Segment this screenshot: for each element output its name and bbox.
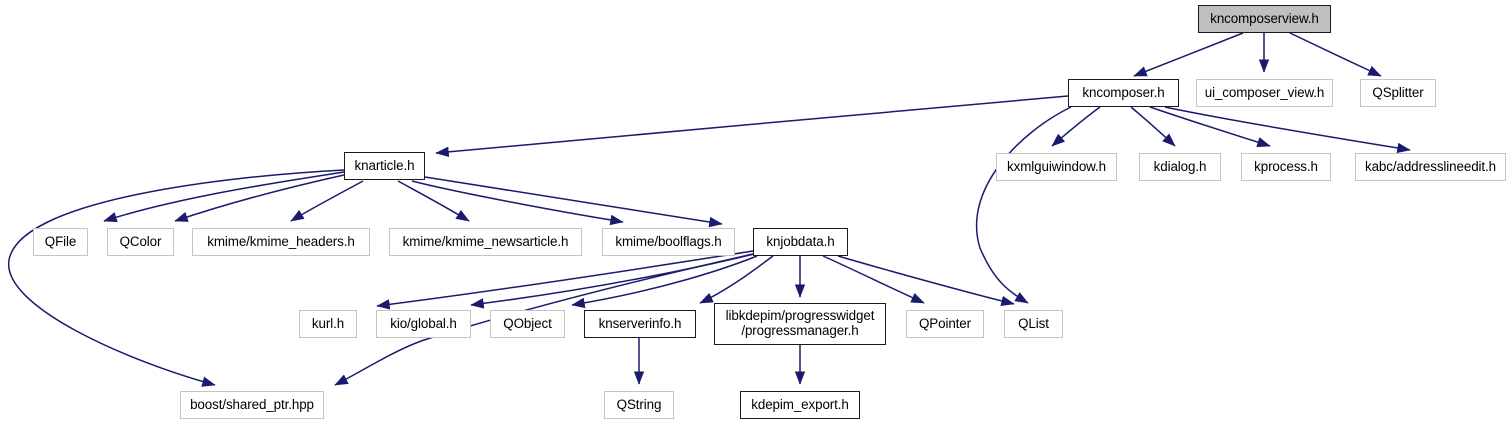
graph-node-qfile[interactable]: QFile bbox=[33, 228, 88, 256]
graph-node-label: QString bbox=[616, 396, 662, 412]
graph-node-label: knarticle.h bbox=[354, 157, 415, 173]
graph-node-qpointer[interactable]: QPointer bbox=[906, 310, 984, 338]
graph-node-label: kabc/addresslineedit.h bbox=[1364, 158, 1497, 174]
graph-node-kdialog[interactable]: kdialog.h bbox=[1139, 153, 1221, 181]
graph-node-kio_global[interactable]: kio/global.h bbox=[376, 310, 471, 338]
graph-node-boost_shared_ptr[interactable]: boost/shared_ptr.hpp bbox=[180, 391, 324, 419]
graph-node-qcolor[interactable]: QColor bbox=[107, 228, 174, 256]
graph-node-qstring[interactable]: QString bbox=[604, 391, 674, 419]
graph-node-label: kmime/boolflags.h bbox=[615, 233, 722, 249]
graph-node-label: QSplitter bbox=[1372, 84, 1424, 100]
graph-node-label: kmime/kmime_headers.h bbox=[207, 233, 355, 249]
graph-node-kmime_newsart[interactable]: kmime/kmime_newsarticle.h bbox=[389, 228, 582, 256]
graph-node-label: ui_composer_view.h bbox=[1204, 84, 1325, 100]
graph-node-qlist[interactable]: QList bbox=[1004, 310, 1063, 338]
graph-node-label: kmime/kmime_newsarticle.h bbox=[402, 233, 569, 249]
graph-node-label: kurl.h bbox=[311, 315, 345, 331]
graph-node-label: kdepim_export.h bbox=[751, 396, 849, 412]
graph-node-label: boost/shared_ptr.hpp bbox=[190, 396, 314, 412]
graph-node-label: QPointer bbox=[918, 315, 972, 331]
graph-node-label: QColor bbox=[119, 233, 162, 249]
graph-node-label: libkdepim/progresswidget /progressmanage… bbox=[725, 308, 875, 338]
graph-node-label: QObject bbox=[503, 315, 552, 331]
graph-node-label: kncomposer.h bbox=[1082, 84, 1165, 100]
graph-node-label: QFile bbox=[44, 233, 77, 249]
graph-node-qsplitter[interactable]: QSplitter bbox=[1360, 79, 1436, 107]
graph-node-knserverinfo[interactable]: knserverinfo.h bbox=[584, 310, 696, 338]
graph-node-label: kdialog.h bbox=[1153, 158, 1207, 174]
graph-node-ui_composer_view[interactable]: ui_composer_view.h bbox=[1196, 79, 1333, 107]
graph-node-label: knserverinfo.h bbox=[598, 315, 682, 331]
graph-node-label: kxmlguiwindow.h bbox=[1007, 158, 1106, 174]
graph-node-progressmanager[interactable]: libkdepim/progresswidget /progressmanage… bbox=[714, 303, 886, 345]
graph-node-kxmlguiwindow[interactable]: kxmlguiwindow.h bbox=[996, 153, 1117, 181]
graph-node-kdepim_export[interactable]: kdepim_export.h bbox=[740, 391, 860, 419]
graph-node-label: kprocess.h bbox=[1254, 158, 1318, 174]
graph-node-label: QList bbox=[1018, 315, 1049, 331]
graph-node-knarticle[interactable]: knarticle.h bbox=[344, 152, 425, 180]
graph-node-kncomposer[interactable]: kncomposer.h bbox=[1068, 79, 1179, 107]
graph-node-label: knjobdata.h bbox=[766, 233, 835, 249]
graph-node-kprocess[interactable]: kprocess.h bbox=[1241, 153, 1331, 181]
graph-node-qobject[interactable]: QObject bbox=[490, 310, 565, 338]
graph-node-kurl[interactable]: kurl.h bbox=[299, 310, 357, 338]
graph-node-kmime_headers[interactable]: kmime/kmime_headers.h bbox=[192, 228, 370, 256]
graph-node-label: kncomposerview.h bbox=[1210, 10, 1319, 26]
graph-node-kmime_boolflags[interactable]: kmime/boolflags.h bbox=[602, 228, 735, 256]
graph-node-label: kio/global.h bbox=[390, 315, 457, 331]
graph-node-kncomposerview[interactable]: kncomposerview.h bbox=[1198, 5, 1331, 33]
graph-node-kabc_addr[interactable]: kabc/addresslineedit.h bbox=[1355, 153, 1506, 181]
graph-node-knjobdata[interactable]: knjobdata.h bbox=[753, 228, 848, 256]
